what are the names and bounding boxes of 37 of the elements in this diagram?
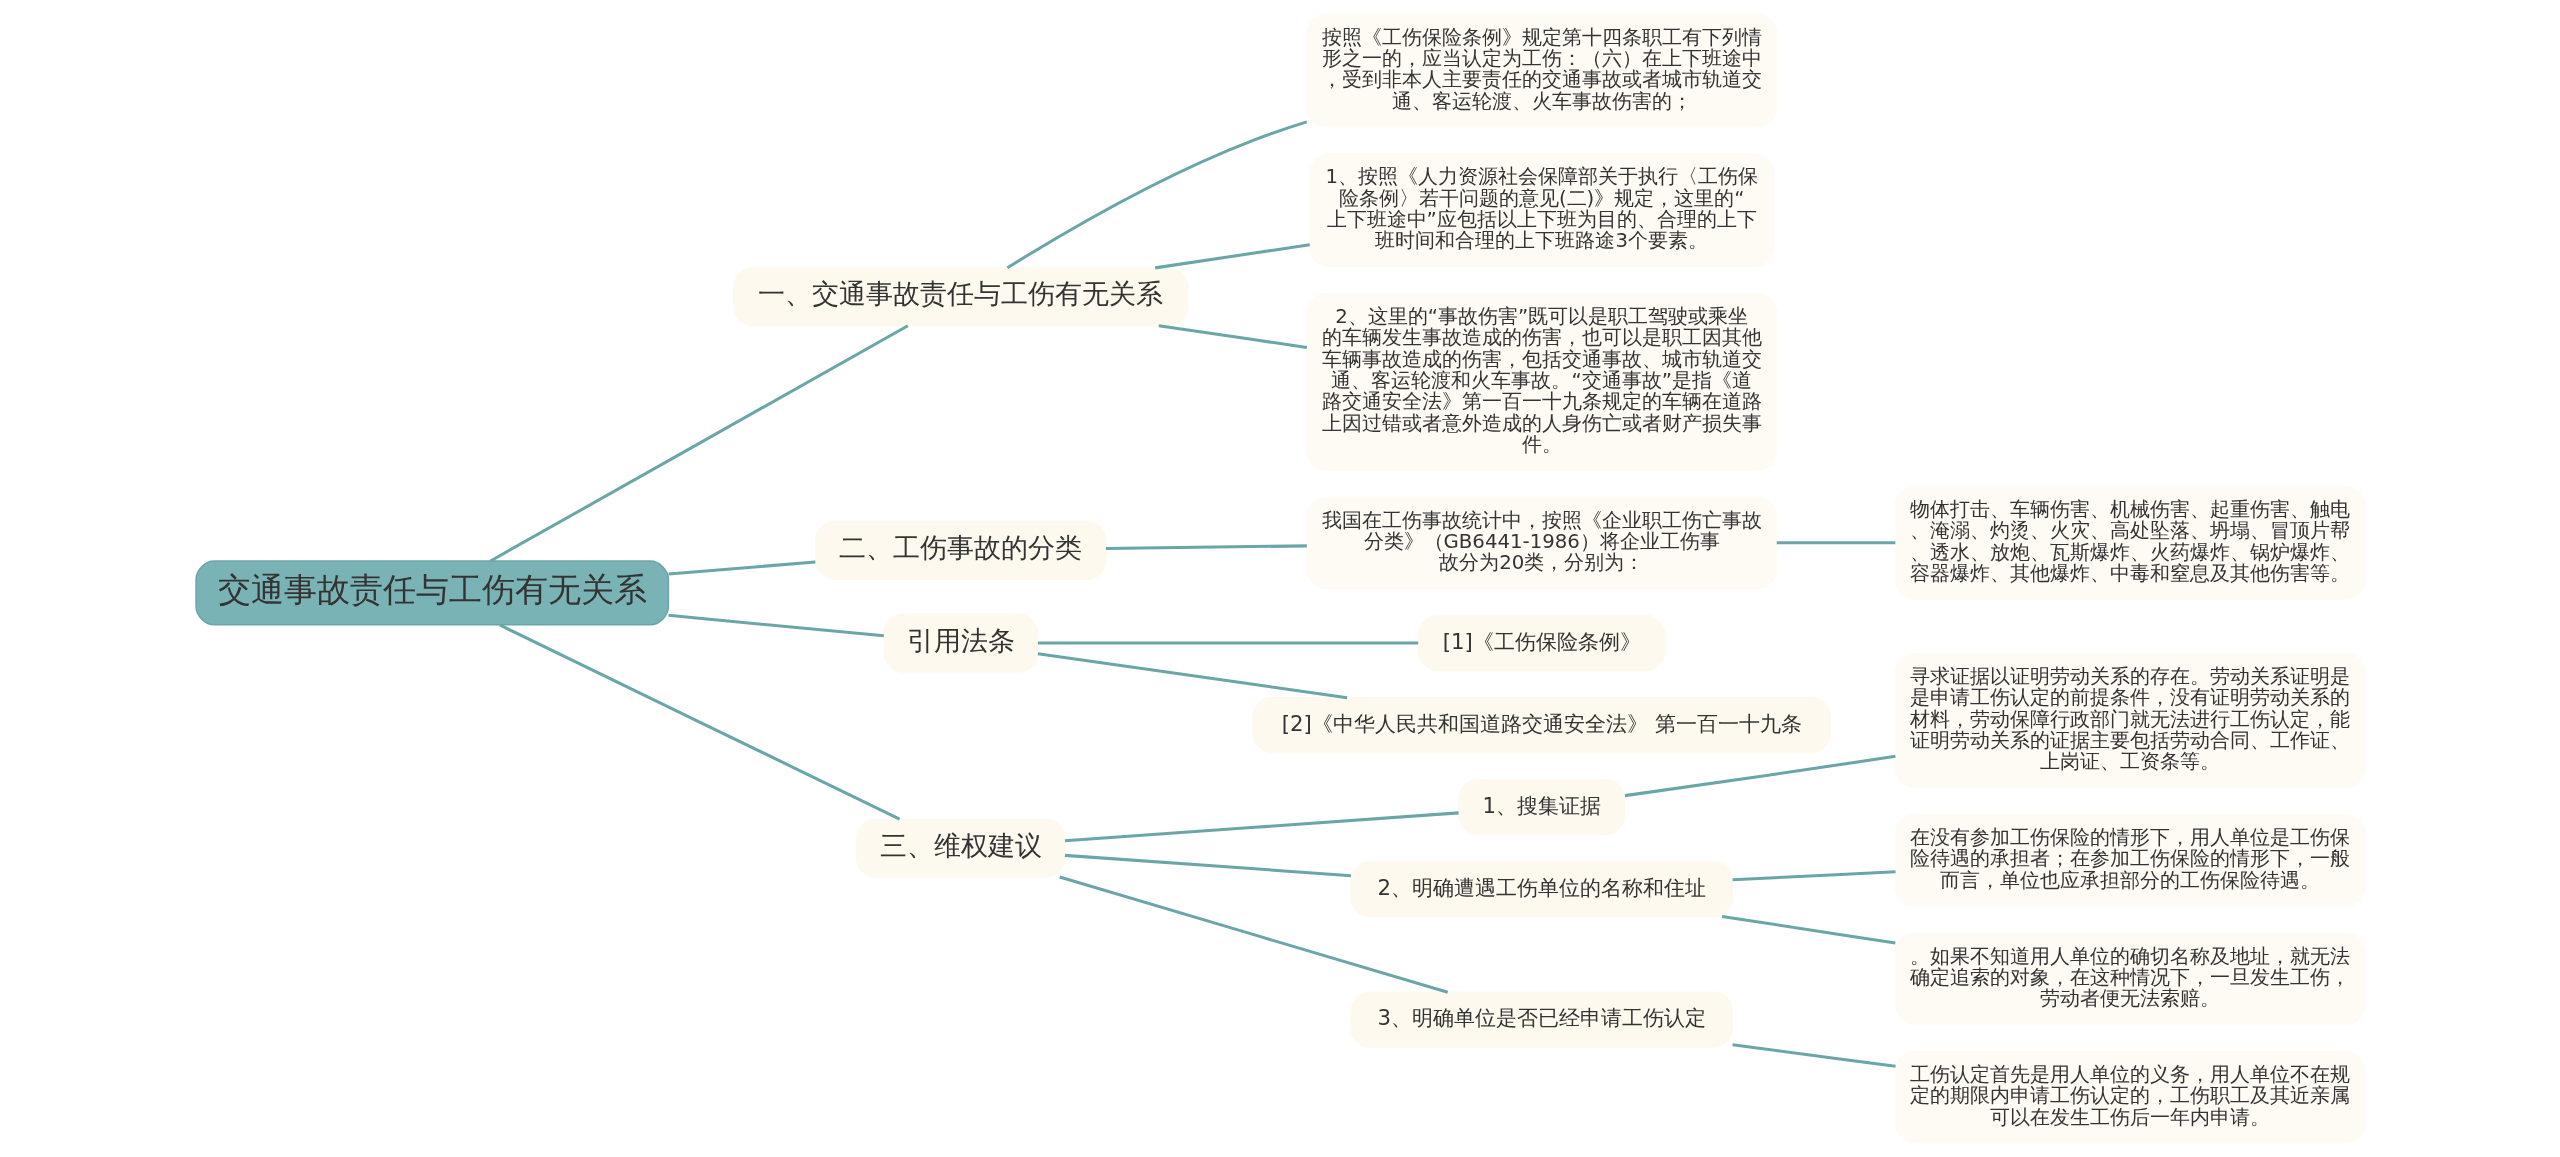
connector — [1158, 324, 1307, 349]
node-box: 寻求证据以证明劳动关系的存在。劳动关系证明是是申请工伤认定的前提条件，没有证明劳动关系的材料，劳动保障行政部门就无法进行工伤认定，能证明劳动关系的证据主要包括劳动合同、工作证、上岗证、工资条等。 — [1894, 652, 2366, 789]
connector — [1154, 243, 1310, 270]
connector — [1721, 914, 1896, 945]
node-box: [2]《中华人民共和国道路交通安全法》 第一百一十九条 — [1251, 696, 1831, 754]
connector — [1731, 1043, 1896, 1068]
node-box: 物体打击、车辆伤害、机械伤害、起重伤害、触电、淹溺、灼烫、火灾、高处坠落、坍塌、冒顶片帮、透水、放炮、瓦斯爆炸、火药爆炸、锅炉爆炸、容器爆炸、其他爆炸、中毒和窒息及其他伤害等。 — [1894, 485, 2366, 600]
connector — [1776, 541, 1895, 545]
connector — [1731, 870, 1896, 882]
node-box: 。如果不知道用人单位的确切名称及地址，就无法确定追索的对象，在这种情况下，一旦发生工伤，劳动者便无法索赔。 — [1894, 932, 2366, 1026]
connector — [1058, 875, 1448, 994]
node-box: 工伤认定首先是用人单位的义务，用人单位不在规定的期限内申请工伤认定的，工伤职工及其近亲属可以在发生工伤后一年内申请。 — [1894, 1050, 2366, 1144]
node-box: 一、交通事故责任与工伤有无关系 — [732, 267, 1189, 327]
node-box: 1、按照《人力资源社会保障部关于执行〈工伤保险条例〉若干问题的意见(二)》规定，这里的“上下班途中”应包括以上下班为目的、合理的上下班时间和合理的上下班路途3个要素。 — [1308, 153, 1774, 268]
node-box: 我国在工伤事故统计中，按照《企业职工伤亡事故分类》（GB6441-1986）将企业工伤事故分为20类，分别为： — [1305, 496, 1777, 590]
node-box: 在没有参加工伤保险的情形下，用人单位是工伤保险待遇的承担者；在参加工伤保险的情形下，一般而言，单位也应承担部分的工伤保险待遇。 — [1894, 813, 2366, 907]
node-box: 2、明确遭遇工伤单位的名称和住址 — [1349, 861, 1733, 918]
connector — [1064, 811, 1459, 843]
node-box: 按照《工伤保险条例》规定第十四条职工有下列情形之一的，应当认定为工伤：（六）在上下班途中，受到非本人主要责任的交通事故或者城市轨道交通、客运轮渡、火车事故伤害的； — [1305, 13, 1777, 128]
connector — [1105, 544, 1307, 551]
connector — [667, 613, 884, 638]
connector — [667, 560, 815, 576]
connector — [1064, 853, 1351, 878]
connector — [1006, 120, 1307, 270]
connector — [1037, 652, 1347, 700]
node-box: 1、搜集证据 — [1457, 779, 1625, 836]
node-box: 二、工伤事故的分类 — [814, 520, 1107, 580]
node-box: [1]《工伤保险条例》 — [1417, 614, 1665, 672]
node-box: 三、维权建议 — [855, 818, 1066, 878]
connector — [489, 324, 909, 563]
node-box: 引用法条 — [882, 613, 1038, 673]
connector — [1037, 641, 1418, 645]
connector — [498, 623, 900, 821]
node-box: 3、明确单位是否已经申请工伤认定 — [1349, 991, 1733, 1048]
connector — [1624, 754, 1896, 798]
node-box: 交通事故责任与工伤有无关系 — [194, 560, 669, 626]
node-box: 2、这里的“事故伤害”既可以是职工驾驶或乘坐的车辆发生事故造成的伤害，也可以是职工因其他车辆事故造成的伤害，包括交通事故、城市轨道交通、客运轮渡和火车事故。“交通事故”是指《道路交通安全法》第一百一十九条规定的车辆在道路上因过错或者意外造成的人身伤亡或者财产损失事件。 — [1305, 292, 1777, 471]
